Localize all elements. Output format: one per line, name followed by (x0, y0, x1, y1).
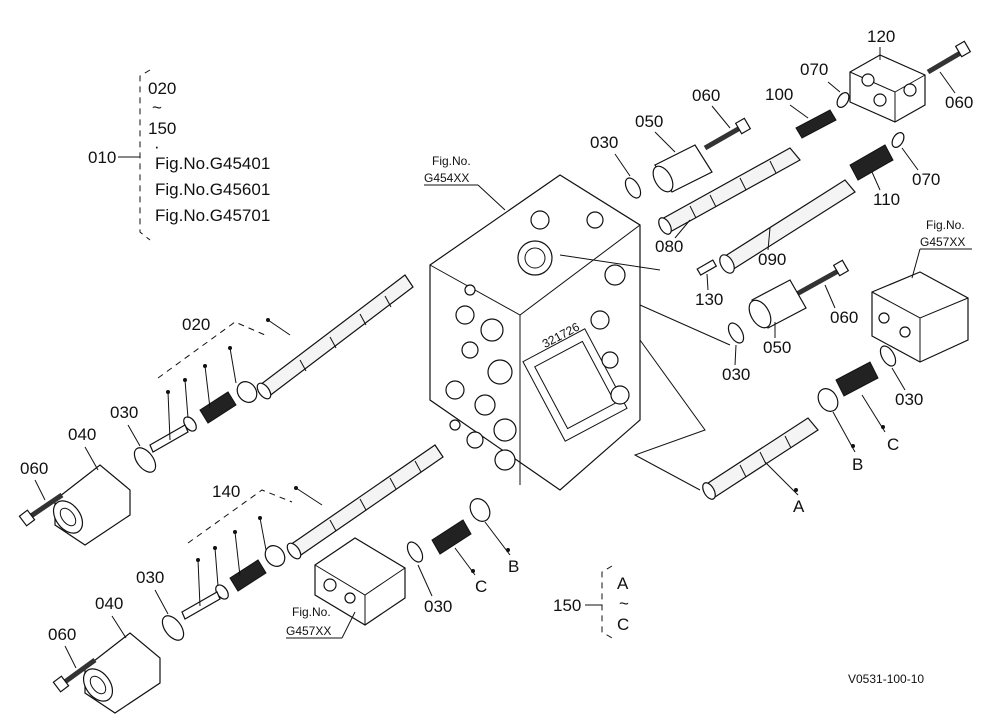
part-040-cover-a (52, 464, 131, 546)
label-100: 100 (765, 85, 793, 104)
legend-top-fig2: Fig.No.G45601 (155, 180, 270, 199)
label-040-b: 040 (95, 594, 123, 613)
label-070-a: 070 (800, 60, 828, 79)
label-120: 120 (867, 27, 895, 46)
legend-bottom: 150 A ~ C (553, 565, 629, 639)
part-B-seat-upper (817, 388, 839, 412)
part-070-oring-a (836, 92, 850, 108)
legend-top: 010 020 ~ 150 · Fig.No.G45401 Fig.No.G45… (88, 69, 270, 241)
figref-body-line2: G454XX (424, 171, 469, 185)
part-090-piston (719, 179, 856, 274)
legend-bottom-range-start: A (617, 574, 629, 593)
part-030-oring-f (406, 541, 424, 563)
part-right-cover-ref (871, 271, 969, 363)
legend-top-bullet: · (154, 137, 160, 156)
part-060-bolt-c (793, 259, 850, 298)
part-030-oring-d (133, 447, 157, 473)
label-030-e: 030 (136, 568, 164, 587)
figref-bottom-line1: Fig.No. (292, 605, 331, 619)
valve-body: 321726 (429, 174, 641, 491)
label-050-b: 050 (763, 338, 791, 357)
part-050-plug-b (748, 279, 807, 329)
label-140: 140 (212, 482, 240, 501)
label-A-upper: A (793, 497, 805, 516)
part-070-oring-b (891, 132, 905, 148)
part-C-spring-lower (431, 519, 472, 555)
figref-body-line1: Fig.No. (432, 154, 471, 168)
part-060-bolt-b (703, 117, 752, 151)
label-060-b: 060 (692, 86, 720, 105)
label-030-f: 030 (424, 597, 452, 616)
label-030-a: 030 (590, 133, 618, 152)
figref-right-line1: Fig.No. (926, 218, 965, 232)
part-030-oring-c (879, 345, 897, 367)
part-140-spool-group (181, 444, 444, 620)
part-bottom-cover-ref (314, 537, 406, 626)
legend-bottom-ref: 150 (553, 596, 581, 615)
part-120-cover (849, 54, 926, 123)
legend-top-ref: 010 (88, 148, 116, 167)
legend-bottom-tilde: ~ (619, 594, 629, 613)
label-050-a: 050 (635, 112, 663, 131)
part-C-spring-upper (835, 361, 879, 397)
part-030-oring-a (624, 177, 642, 199)
label-060-c: 060 (830, 308, 858, 327)
label-030-c: 030 (895, 390, 923, 409)
label-090: 090 (758, 250, 786, 269)
label-060-d: 060 (20, 459, 48, 478)
figref-right-line2: G457XX (920, 235, 965, 249)
part-020-spool-group (149, 274, 414, 453)
part-100-spring (795, 109, 837, 139)
part-060-bolt-d (18, 492, 64, 527)
label-030-d: 030 (110, 403, 138, 422)
label-060-a: 060 (945, 93, 973, 112)
label-070-b: 070 (912, 170, 940, 189)
drawing-code: V0531-100-10 (848, 672, 924, 686)
label-C-upper: C (887, 435, 899, 454)
part-060-bolt-e (52, 657, 97, 693)
label-C-lower: C (475, 577, 487, 596)
label-080: 080 (655, 237, 683, 256)
label-040-a: 040 (68, 425, 96, 444)
legend-top-fig1: Fig.No.G45401 (155, 154, 270, 173)
part-040-cover-b (82, 632, 161, 714)
label-020: 020 (182, 315, 210, 334)
legend-top-fig3: Fig.No.G45701 (155, 206, 270, 225)
part-030-oring-b (727, 322, 745, 344)
legend-top-range-start: 020 (148, 79, 176, 98)
label-110: 110 (873, 190, 900, 209)
part-A-spool-upper (702, 417, 819, 500)
label-060-e: 060 (48, 625, 76, 644)
label-030-b: 030 (722, 365, 750, 384)
figref-bottom-line2: G457XX (286, 624, 331, 638)
label-B-upper: B (852, 455, 863, 474)
label-130: 130 (695, 290, 723, 309)
legend-bottom-range-end: C (617, 615, 629, 634)
part-110-spring (849, 144, 894, 181)
legend-top-tilde: ~ (152, 98, 162, 117)
part-B-seat-lower (469, 498, 491, 522)
legend-top-range-end: 150 (148, 119, 176, 138)
figref-body: Fig.No. G454XX (424, 154, 506, 211)
label-B-lower: B (508, 557, 519, 576)
part-060-bolt-a (926, 40, 972, 75)
part-030-oring-e (161, 615, 185, 641)
part-130-pin (696, 259, 718, 276)
part-050-plug-a (652, 144, 713, 193)
part-080-spool (658, 147, 801, 235)
